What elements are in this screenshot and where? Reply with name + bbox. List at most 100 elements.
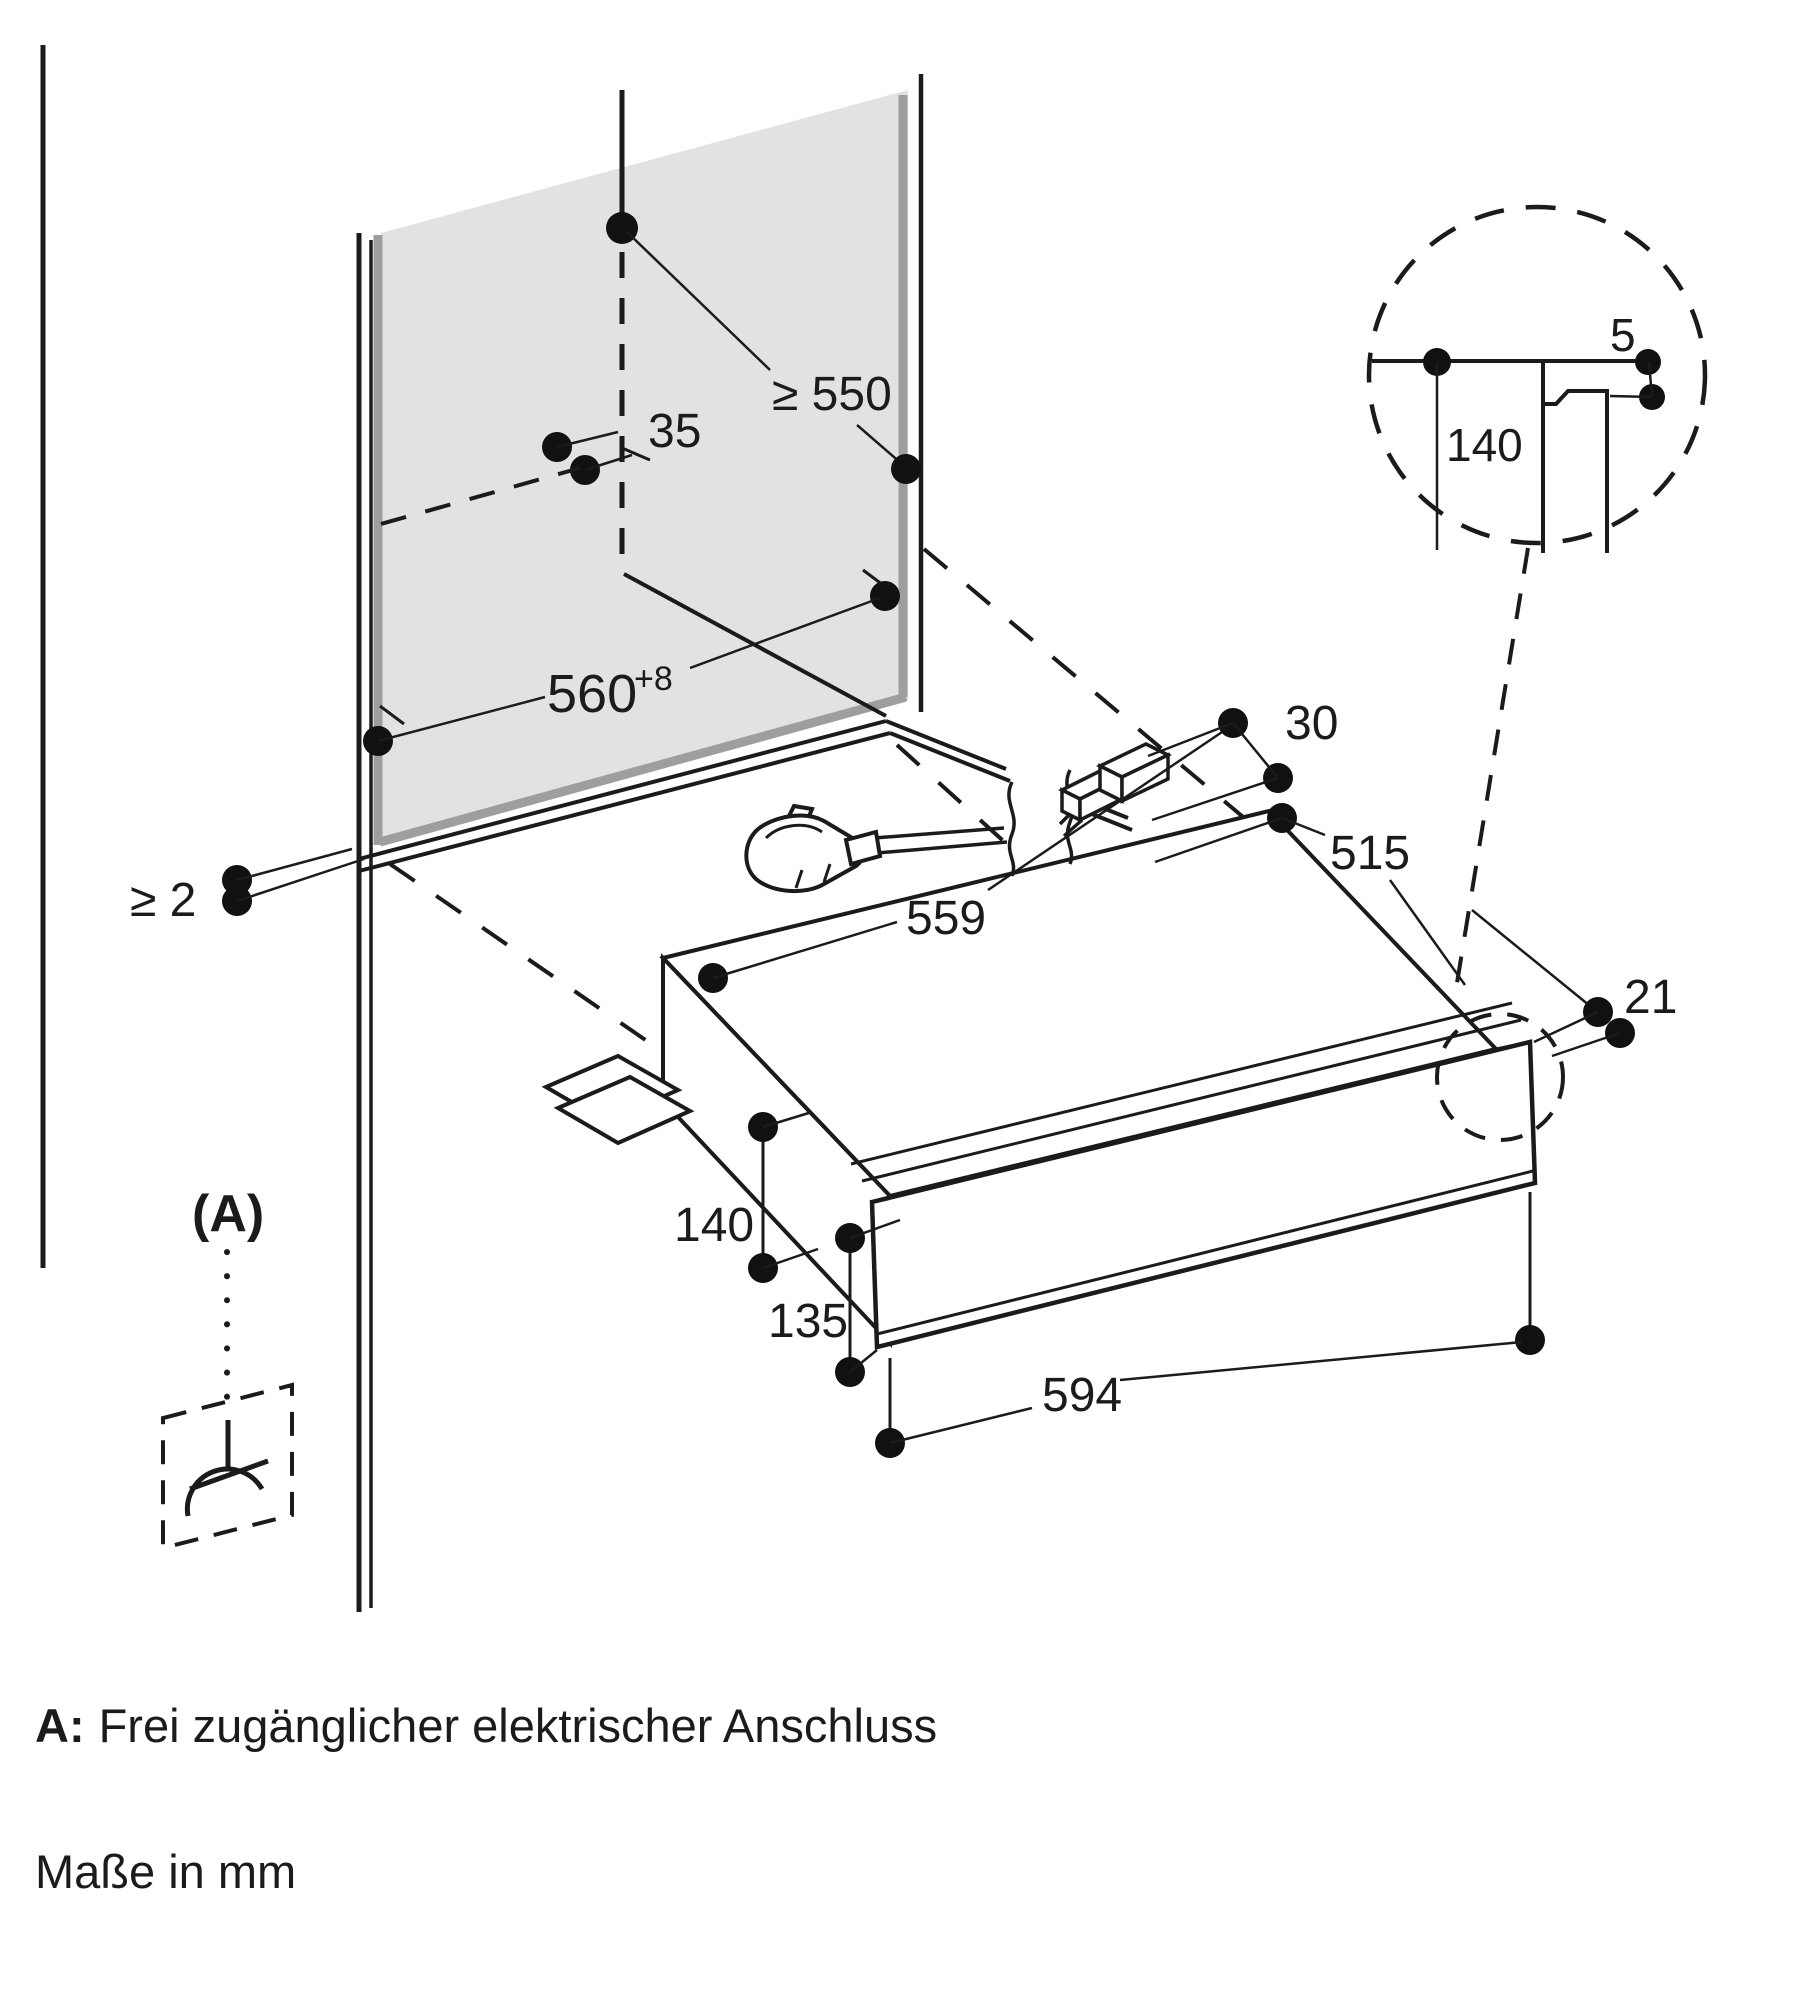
cord-line	[873, 826, 1005, 840]
detail-view: 140 5	[1366, 204, 1708, 984]
connector-head-front	[1120, 752, 1170, 804]
dim-leader	[849, 1349, 878, 1373]
dim-front-width: 594	[875, 1192, 1545, 1458]
legend-block: A: Frei zugänglicher elektrischer Anschlu…	[35, 1699, 937, 1898]
dim-rear-offset: 35	[380, 405, 701, 526]
dim-label-body-height: 140	[674, 1199, 754, 1252]
detail-boundary-circle	[1366, 204, 1708, 546]
power-cord-assembly	[744, 742, 1172, 894]
break-squiggle	[1065, 769, 1074, 865]
detail-callout-circle	[1435, 1012, 1565, 1142]
dim-leader	[1471, 909, 1596, 1011]
detail-gap-connector	[1647, 361, 1654, 398]
dim-leader	[762, 1247, 819, 1270]
dim-leader	[626, 231, 771, 371]
dim-label-body-depth: 515	[1330, 827, 1410, 880]
detail-gap-leader	[1609, 394, 1653, 399]
detail-profile	[1541, 361, 1609, 553]
dim-label-niche-width-tolerance: +8	[634, 660, 673, 698]
tick	[379, 704, 405, 726]
outlet-symbol	[184, 1420, 269, 1517]
niche-back-panel	[381, 90, 908, 845]
dim-label-niche-depth: ≥ 550	[772, 368, 892, 421]
counter-edge-lower-left	[889, 731, 1011, 783]
break-squiggle	[1007, 781, 1016, 877]
dim-leader	[1147, 721, 1234, 758]
legend-line: A: Frei zugänglicher elektrischer Anschlu…	[35, 1699, 937, 1752]
dim-connector	[1232, 722, 1279, 779]
legend-text: Frei zugänglicher elektrischer Anschluss	[99, 1699, 938, 1752]
dim-label-side-clearance: ≥ 2	[130, 874, 196, 927]
electrical-connection-marker: (A)	[161, 1185, 294, 1551]
projection-ray-top	[922, 547, 1257, 829]
dim-leader	[584, 453, 633, 472]
legend-key: A:	[35, 1699, 85, 1752]
dim-front-overhang: 21	[1471, 909, 1677, 1058]
floor-front-edge-upper	[358, 719, 887, 861]
dim-label-front-width: 594	[1042, 1369, 1122, 1422]
tick-35	[621, 446, 651, 462]
dim-leader	[849, 1218, 901, 1240]
dim-leader	[1154, 816, 1283, 864]
dim-leader	[1119, 1340, 1523, 1382]
dim-leader	[556, 430, 619, 449]
front-panel-bottom-line	[876, 1169, 1534, 1336]
dim-body-width: 559	[698, 726, 1229, 993]
projection-rays	[388, 547, 1257, 1052]
plug-body	[744, 813, 865, 894]
dim-hidden-edge	[380, 466, 581, 526]
cord-line	[876, 840, 1008, 855]
cable-bracket-inner	[553, 1074, 695, 1146]
dim-leader	[1388, 879, 1467, 986]
units-note: Maße in mm	[35, 1845, 296, 1898]
appliance-connector	[1058, 742, 1172, 823]
front-panel-corner-join	[1495, 1040, 1531, 1051]
dim-label-front-overhang: 21	[1624, 971, 1677, 1024]
plug-grip-line	[822, 863, 832, 883]
dim-front-height: 135	[768, 1218, 901, 1387]
counter-edge-upper-left	[885, 719, 1007, 771]
dim-dot	[1515, 1325, 1545, 1355]
warming-drawer	[541, 808, 1538, 1350]
outlet-dashed-box	[161, 1382, 294, 1551]
wall-lines	[40, 45, 373, 1612]
plug-cable-boot	[843, 829, 883, 867]
dim-body-height: 140	[674, 1110, 819, 1283]
dim-label-body-width: 559	[906, 892, 986, 945]
dim-label-top-clearance: 30	[1285, 697, 1338, 750]
dim-leader	[856, 424, 903, 465]
dim-leader	[762, 1110, 813, 1129]
floor-front-edge-lower	[358, 731, 891, 873]
outlet-diagonal	[189, 1458, 269, 1492]
dim-top-clearance: 30	[1147, 697, 1338, 822]
handle-recess-line	[861, 1018, 1522, 1183]
power-plug	[744, 803, 883, 894]
dim-niche-depth: ≥ 550	[626, 231, 921, 484]
outlet-arc	[184, 1466, 265, 1517]
dim-leader	[236, 857, 365, 903]
niche-dimensions: 35 ≥ 550 560 +8 ≥ 2	[130, 90, 921, 927]
detail-dot	[1635, 349, 1661, 375]
plug-face-line	[764, 823, 823, 840]
detail-reference-link-dashed	[1455, 547, 1530, 984]
dim-label-front-height: 135	[768, 1295, 848, 1348]
dim-leader	[987, 726, 1229, 892]
dim-niche-width: 560 +8	[363, 568, 900, 756]
marker-a-label: (A)	[192, 1185, 264, 1243]
dim-leader	[689, 596, 881, 670]
projection-ray-left	[388, 862, 662, 1052]
dim-leader	[1551, 1031, 1621, 1058]
dim-label-rear-offset: 35	[648, 405, 701, 458]
dim-leader	[236, 847, 353, 882]
dim-leader	[1281, 816, 1326, 837]
dim-label-detail-height: 140	[1446, 419, 1523, 471]
handle-recess-line	[850, 1001, 1513, 1166]
dim-leader	[712, 920, 898, 980]
dim-dot	[870, 581, 900, 611]
niche-panel-bottom-edge	[378, 692, 908, 847]
dim-leader	[377, 695, 546, 743]
dim-label-detail-gap: 5	[1610, 309, 1636, 361]
drawer-dimensions: 559 30 515 21	[674, 697, 1677, 1458]
